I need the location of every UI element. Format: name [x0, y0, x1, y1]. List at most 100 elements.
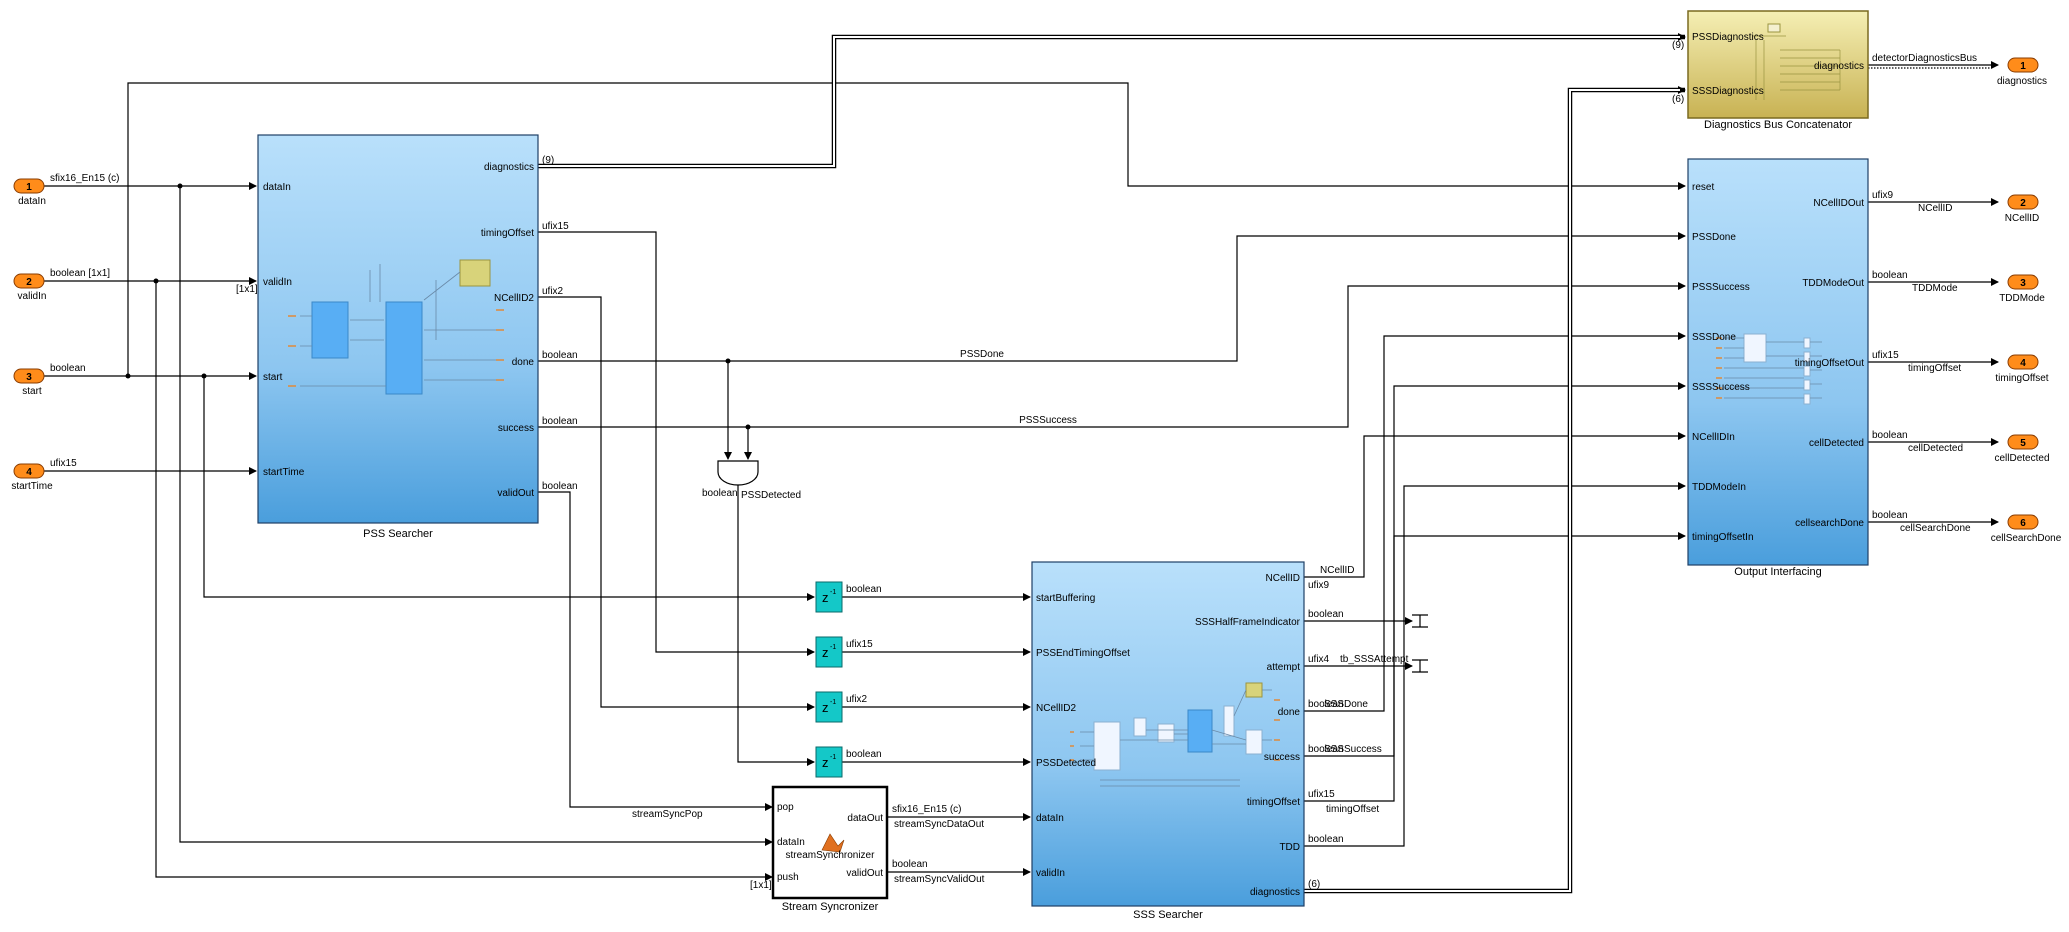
unit-delay-4[interactable]: z -1: [815, 746, 843, 778]
signal-label: ufix15: [1308, 789, 1335, 800]
sss-port-timingOffset[interactable]: timingOffset: [1247, 797, 1300, 808]
pss-port-startTime[interactable]: startTime: [263, 467, 305, 478]
sss-port-success[interactable]: success: [1264, 752, 1300, 763]
oi-port-timingOffsetIn[interactable]: timingOffsetIn: [1692, 532, 1754, 543]
oi-port-TDDModeIn[interactable]: TDDModeIn: [1692, 482, 1746, 493]
svg-text:z: z: [822, 755, 829, 770]
outport-cellSearchDone[interactable]: 6 cellSearchDone: [1991, 514, 2062, 544]
and-gate[interactable]: [717, 460, 759, 486]
output-interfacing-block[interactable]: reset PSSDone PSSSuccess SSSDone SSSSucc…: [1687, 158, 1869, 578]
outport-TDDMode[interactable]: 3 TDDMode: [1999, 274, 2045, 304]
wire-label: SSSSuccess: [1324, 744, 1382, 755]
signal-label: ufix9: [1872, 190, 1894, 201]
outport-cellDetected[interactable]: 5 cellDetected: [1994, 434, 2050, 464]
diag-port-PSSDiagnostics[interactable]: PSSDiagnostics: [1692, 32, 1764, 43]
unit-delay-3[interactable]: z -1: [815, 691, 843, 723]
signal-label: boolean: [846, 584, 882, 595]
sss-port-diagnostics[interactable]: diagnostics: [1250, 887, 1300, 898]
sss-preview-icon: [1070, 682, 1280, 787]
outport-timingOffset[interactable]: 4 timingOffset: [1995, 354, 2049, 384]
signal-label: boolean: [702, 488, 738, 499]
inport-start[interactable]: 3 start boolean: [13, 363, 86, 397]
oi-port-SSSDone[interactable]: SSSDone: [1692, 332, 1736, 343]
svg-text:3: 3: [26, 372, 32, 383]
sss-port-PSSEndTimingOffset[interactable]: PSSEndTimingOffset: [1036, 648, 1130, 659]
oi-port-cellDetected[interactable]: cellDetected: [1809, 438, 1864, 449]
sss-searcher-block[interactable]: startBuffering PSSEndTimingOffset NCellI…: [1031, 561, 1305, 921]
svg-text:2: 2: [26, 277, 32, 288]
svg-text:3: 3: [2020, 278, 2026, 289]
outport-label: diagnostics: [1997, 76, 2047, 87]
svg-text:4: 4: [26, 467, 32, 478]
pss-port-NCellID2[interactable]: NCellID2: [494, 293, 534, 304]
oi-port-PSSDone[interactable]: PSSDone: [1692, 232, 1736, 243]
ss-port-pop[interactable]: pop: [777, 802, 794, 813]
ss-port-push[interactable]: push: [777, 872, 799, 883]
oi-port-NCellIDOut[interactable]: NCellIDOut: [1813, 198, 1864, 209]
pss-port-diagnostics[interactable]: diagnostics: [484, 162, 534, 173]
oi-port-NCellIDIn[interactable]: NCellIDIn: [1692, 432, 1735, 443]
pss-port-validIn[interactable]: validIn: [263, 277, 292, 288]
inport-startTime[interactable]: 4 startTime ufix15: [11, 458, 77, 492]
sss-port-TDD[interactable]: TDD: [1279, 842, 1300, 853]
sss-port-dataIn[interactable]: dataIn: [1036, 813, 1064, 824]
sss-port-NCellID2[interactable]: NCellID2: [1036, 703, 1076, 714]
oi-port-SSSSuccess[interactable]: SSSSuccess: [1692, 382, 1750, 393]
signal-label: boolean: [542, 416, 578, 427]
ss-port-dataOut[interactable]: dataOut: [847, 813, 883, 824]
signal-label: ufix15: [846, 639, 873, 650]
oi-port-reset[interactable]: reset: [1692, 182, 1714, 193]
oi-port-cellsearchDone[interactable]: cellsearchDone: [1795, 518, 1864, 529]
signal-label: [1x1]: [750, 880, 772, 891]
sss-port-PSSDetected[interactable]: PSSDetected: [1036, 758, 1096, 769]
ss-port-dataIn[interactable]: dataIn: [777, 837, 805, 848]
pss-port-validOut[interactable]: validOut: [497, 488, 534, 499]
outport-label: timingOffset: [1995, 373, 2048, 384]
svg-text:z: z: [822, 645, 829, 660]
pss-port-done[interactable]: done: [512, 357, 535, 368]
sss-port-NCellID[interactable]: NCellID: [1266, 573, 1300, 584]
pss-searcher-block[interactable]: dataIn validIn start startTime diagnosti…: [257, 134, 539, 540]
signal-label: boolean [1x1]: [50, 268, 110, 279]
inport-validIn[interactable]: 2 validIn boolean [1x1]: [13, 268, 110, 302]
oi-preview-icon: [1716, 333, 1822, 405]
unit-delay-2[interactable]: z -1: [815, 636, 843, 668]
svg-text:5: 5: [2020, 438, 2026, 449]
diag-port-SSSDiagnostics[interactable]: SSSDiagnostics: [1692, 86, 1764, 97]
oi-port-PSSSuccess[interactable]: PSSSuccess: [1692, 282, 1750, 293]
wire-label-stream-data: streamSyncDataOut: [894, 819, 984, 830]
svg-text:-1: -1: [830, 754, 836, 761]
inport-dataIn[interactable]: 1 dataIn sfix16_En15 (c): [13, 173, 119, 207]
stream-synchronizer-block[interactable]: streamSynchronizer pop dataIn push dataO…: [771, 785, 889, 913]
wire-label: SSSDone: [1324, 699, 1368, 710]
sss-port-startBuffering[interactable]: startBuffering: [1036, 593, 1095, 604]
svg-text:6: 6: [2020, 518, 2026, 529]
pss-port-timingOffset[interactable]: timingOffset: [481, 228, 534, 239]
diag-port-diagnostics[interactable]: diagnostics: [1814, 61, 1864, 72]
signal-label: ufix15: [50, 458, 77, 469]
pss-port-start[interactable]: start: [263, 372, 283, 383]
svg-text:z: z: [822, 700, 829, 715]
pss-port-dataIn[interactable]: dataIn: [263, 182, 291, 193]
sss-port-SSSHalfFrameIndicator[interactable]: SSSHalfFrameIndicator: [1195, 617, 1301, 628]
unit-delay-1[interactable]: z -1: [815, 581, 843, 613]
signal-label: detectorDiagnosticsBus: [1872, 53, 1977, 64]
signal-label: ufix15: [1872, 350, 1899, 361]
pss-port-success[interactable]: success: [498, 423, 534, 434]
diagnostics-bus-concatenator-block[interactable]: PSSDiagnostics SSSDiagnostics diagnostic…: [1687, 10, 1869, 131]
oi-port-timingOffsetOut[interactable]: timingOffsetOut: [1795, 358, 1865, 369]
wire-label-pss-detected: PSSDetected: [741, 490, 801, 501]
sss-port-validIn[interactable]: validIn: [1036, 868, 1065, 879]
stream-sync-title: Stream Syncronizer: [782, 901, 879, 913]
sss-port-done[interactable]: done: [1278, 707, 1301, 718]
sss-port-attempt[interactable]: attempt: [1267, 662, 1301, 673]
outport-diagnostics[interactable]: 1 diagnostics: [1997, 57, 2047, 87]
inport-label: startTime: [11, 481, 53, 492]
wire-label: TDDMode: [1912, 283, 1958, 294]
ss-port-validOut[interactable]: validOut: [846, 868, 883, 879]
matlab-function-icon: [821, 833, 845, 853]
inport-label: dataIn: [18, 196, 46, 207]
outport-NCellID[interactable]: 2 NCellID: [2005, 194, 2039, 224]
oi-port-TDDModeOut[interactable]: TDDModeOut: [1802, 278, 1864, 289]
